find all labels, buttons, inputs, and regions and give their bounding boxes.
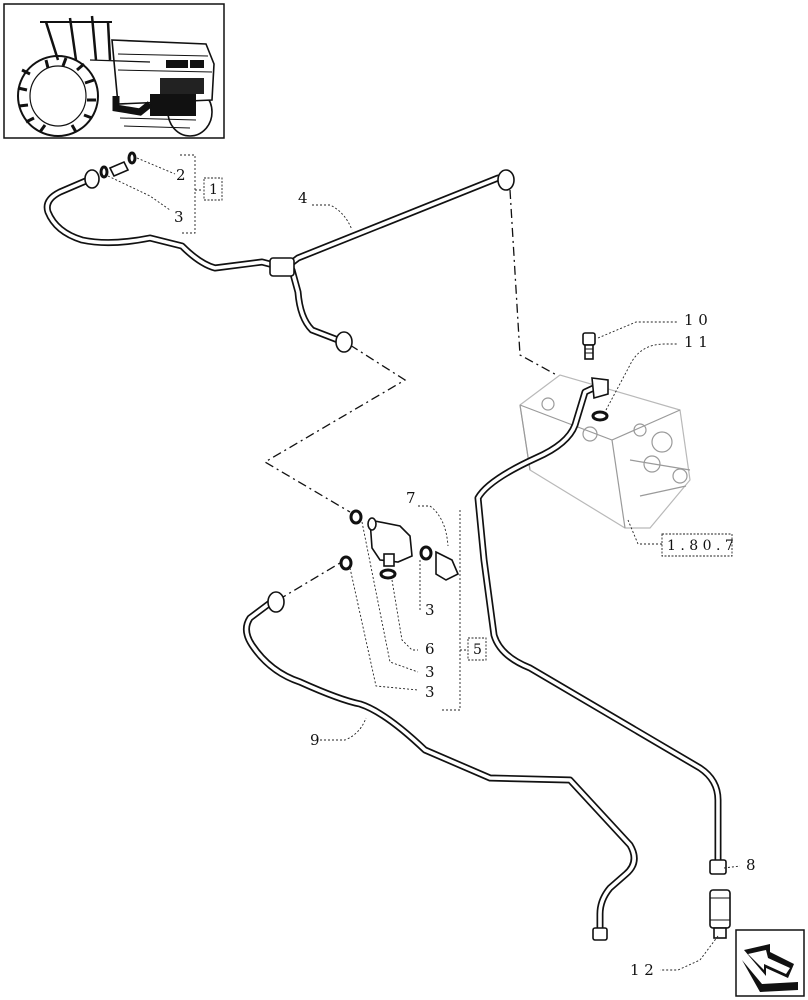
label-item-11: 1 1 bbox=[684, 333, 708, 351]
bolt-10 bbox=[582, 332, 596, 360]
pipe-4 bbox=[43, 169, 515, 353]
pipe-nut bbox=[709, 859, 727, 875]
pipe-nut bbox=[335, 331, 353, 353]
pipe-nut bbox=[84, 169, 100, 189]
label-ref-1-80-7: 1 . 8 0 . 7 bbox=[667, 538, 734, 554]
label-item-3-pipe: 3 bbox=[425, 683, 435, 701]
pipe-nut bbox=[497, 169, 515, 191]
label-item-3-plug: 3 bbox=[425, 601, 435, 619]
label-item-3: 3 bbox=[174, 208, 184, 226]
fitting-12 bbox=[709, 889, 731, 939]
pipe-9 bbox=[243, 591, 638, 941]
connection-lines bbox=[263, 189, 576, 601]
pipe-8 bbox=[474, 377, 727, 875]
tractor-locator-thumbnail bbox=[3, 3, 225, 139]
label-item-8: 8 bbox=[746, 856, 756, 874]
tee-fitting bbox=[269, 257, 295, 277]
label-item-12: 1 2 bbox=[630, 961, 654, 979]
seal-11 bbox=[591, 410, 609, 422]
label-item-3-tee: 3 bbox=[425, 663, 435, 681]
label-item-2: 2 bbox=[176, 166, 186, 184]
label-item-5: 5 bbox=[473, 642, 482, 658]
adapter-and-seals-upper bbox=[99, 151, 137, 179]
leader-lines bbox=[107, 154, 741, 971]
pipe-nut bbox=[592, 927, 608, 941]
label-item-9: 9 bbox=[310, 731, 320, 749]
next-page-arrow-button[interactable] bbox=[735, 929, 805, 997]
label-item-10: 1 0 bbox=[684, 311, 708, 329]
callout-box-ref bbox=[661, 533, 733, 557]
label-item-1: 1 bbox=[209, 182, 218, 198]
plug-7 bbox=[435, 550, 460, 581]
tee-assembly-6 bbox=[339, 509, 460, 581]
callout-box-5 bbox=[467, 637, 487, 661]
label-item-4: 4 bbox=[298, 189, 308, 207]
label-item-7: 7 bbox=[406, 489, 416, 507]
label-item-6: 6 bbox=[425, 640, 435, 658]
pipe-nut bbox=[267, 591, 285, 613]
control-valve-block bbox=[519, 374, 691, 529]
callout-box-1 bbox=[203, 177, 223, 201]
